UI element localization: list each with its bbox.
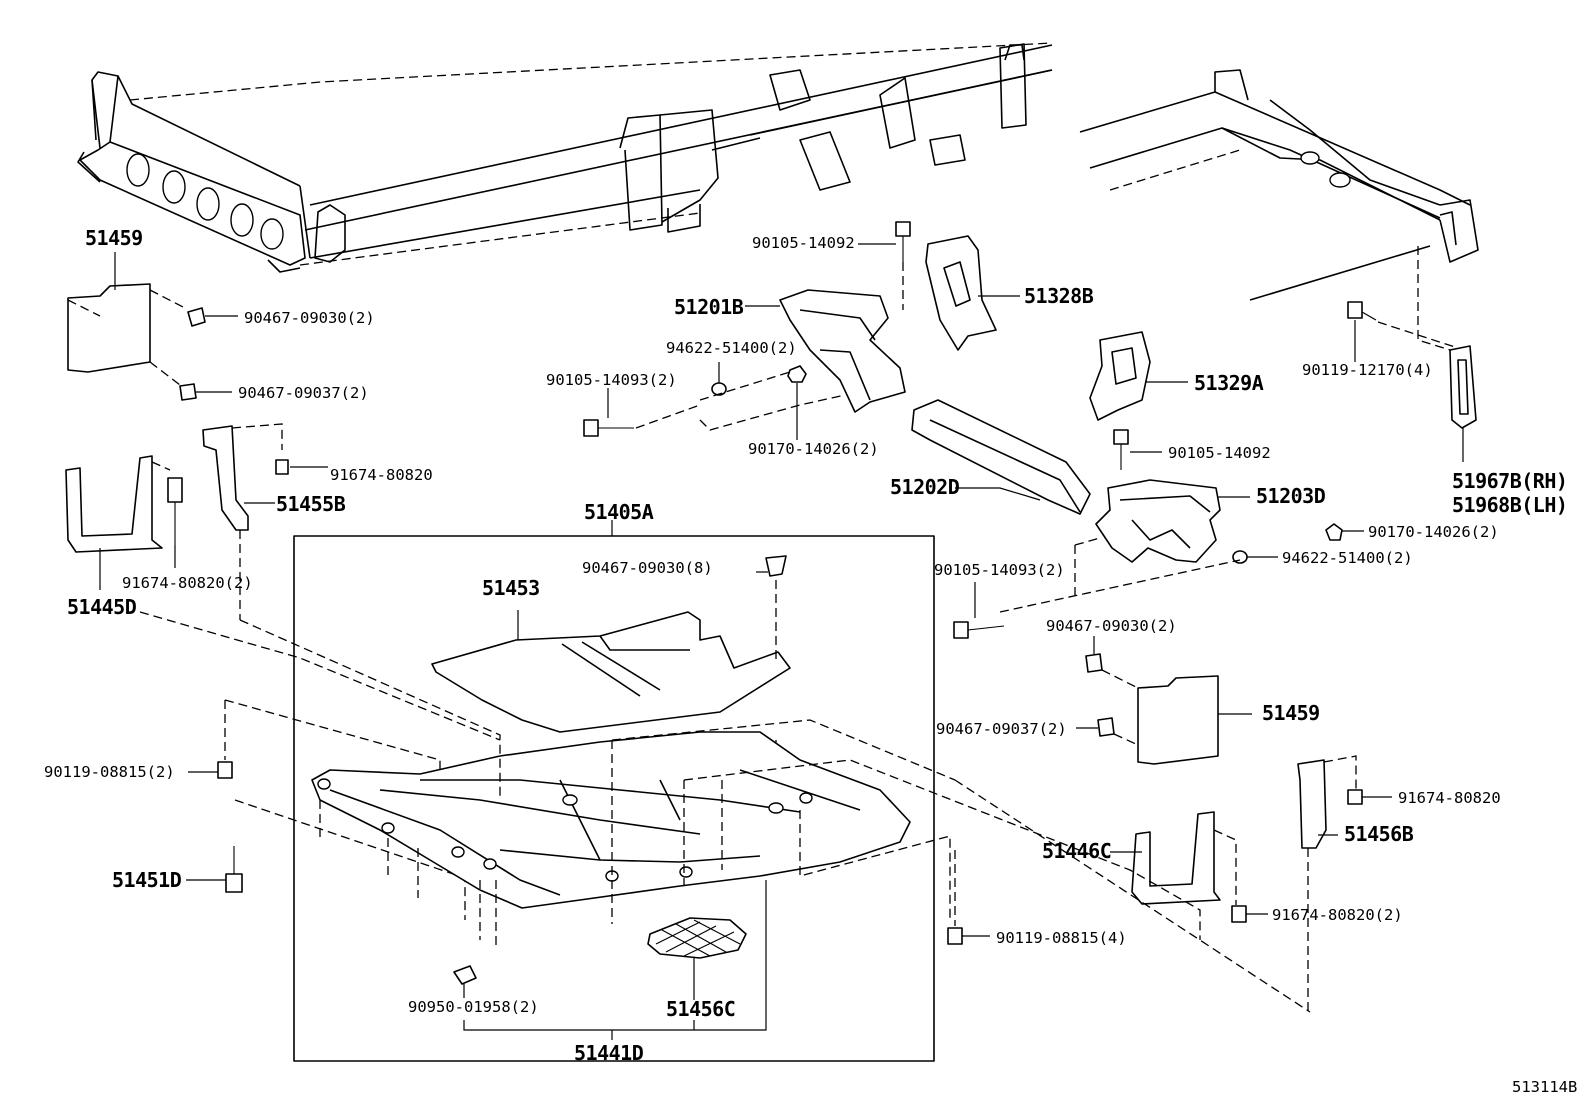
clip-90467-09037-mid [1076,717,1139,746]
bolt-91674-80820-2-left [167,477,183,568]
clip-90467-09030-mid [1085,636,1139,689]
label-90170-14026-2-right: 90170-14026(2) [1368,523,1499,541]
label-90105-14092-mid: 90105-14092 [1168,444,1271,462]
washer-94622-51400-top [711,362,727,396]
label-51329A: 51329A [1194,371,1264,395]
part-51201B [745,289,906,413]
clip-90467-09037-top [179,383,232,401]
label-91674-80820-top: 91674-80820 [330,466,433,484]
label-51446C: 51446C [1042,839,1111,863]
diagram-code: 513114B [1512,1078,1577,1096]
part-under-cover-51441D [139,611,1311,1013]
label-90105-14093-2-mid: 90105-14093(2) [934,561,1065,579]
label-90119-08815-2: 90119-08815(2) [44,763,175,781]
part-51203D [1095,479,1250,563]
label-91674-80820-2-left: 91674-80820(2) [122,574,253,592]
label-51459-left: 51459 [85,226,143,250]
label-91674-80820-2-right: 91674-80820(2) [1272,906,1403,924]
bolt-90105-14093-top [583,388,701,437]
bolt-90119-08815-4 [947,850,990,945]
label-51203D: 51203D [1256,484,1326,508]
label-90105-14093-2-top: 90105-14093(2) [546,371,677,389]
label-51455B: 51455B [276,492,346,516]
label-90467-09037-2-mid: 90467-09037(2) [936,720,1067,738]
clip-90950-01958 [453,965,477,998]
label-51968B-LH: 51968B(LH) [1452,493,1567,517]
part-labels: 51459 90467-09030(2) 90467-09037(2) 9167… [44,226,1577,1096]
label-51445D: 51445D [67,595,137,619]
bolt-90105-14092-top [858,221,911,310]
label-90950-01958-2: 90950-01958(2) [408,998,539,1016]
label-51451D: 51451D [112,868,182,892]
part-51456B [1297,755,1357,1012]
label-90467-09030-2-mid: 90467-09030(2) [1046,617,1177,635]
part-51453 [431,610,791,733]
label-94622-51400-2-right: 94622-51400(2) [1282,549,1413,567]
label-90467-09030-8: 90467-09030(8) [582,559,713,577]
washer-94622-51400-right [999,537,1278,613]
bolt-90105-14092-mid [1113,429,1162,470]
label-51328B: 51328B [1024,284,1094,308]
bolt-51451D [186,846,243,893]
part-51328B [925,235,1020,351]
part-51967B-51968B [1417,246,1477,462]
label-51456C: 51456C [666,997,735,1021]
part-51445D [65,455,171,590]
label-90119-08815-4: 90119-08815(4) [996,929,1127,947]
part-51329A [1089,331,1188,421]
label-51405A: 51405A [584,500,654,524]
label-51967B-RH: 51967B(RH) [1452,469,1567,493]
label-91674-80820-right: 91674-80820 [1398,789,1501,807]
part-51455B [202,423,283,620]
label-94622-51400-2-top: 94622-51400(2) [666,339,797,357]
bolt-90105-14093-mid [953,582,1005,639]
label-90105-14092-top: 90105-14092 [752,234,855,252]
bolt-91674-80820-right [1347,789,1392,805]
label-90467-09030-2-top: 90467-09030(2) [244,309,375,327]
label-51202D: 51202D [890,475,960,499]
clip-90467-09030-top [187,307,238,327]
part-51202D [911,399,1091,515]
bracket-51441D [463,880,767,1040]
label-90467-09037-2-top: 90467-09037(2) [238,384,369,402]
kit-51405A-box [293,520,935,1062]
label-51453: 51453 [482,576,540,600]
bolt-91674-80820-2-right [1231,905,1268,923]
label-51456B: 51456B [1344,822,1414,846]
frame-left-rail [129,42,1053,266]
vehicle-frame [77,42,1479,301]
part-51459-left [67,252,186,386]
part-51456C [647,917,747,1000]
nut-90170-14026-top [699,365,846,440]
label-90119-12170-4: 90119-12170(4) [1302,361,1433,379]
label-51441D: 51441D [574,1041,644,1065]
label-51459-right: 51459 [1262,701,1320,725]
label-51201B: 51201B [674,295,744,319]
nut-90170-14026-right [1325,523,1364,541]
bolt-90119-12170 [1347,301,1459,362]
bolt-91674-80820-top [275,459,328,475]
label-90170-14026-2-top: 90170-14026(2) [748,440,879,458]
part-51459-right [1137,675,1252,765]
frame-front-crossmember [77,71,311,273]
frame-right-rail [1079,69,1479,301]
part-51446C [1110,811,1237,905]
